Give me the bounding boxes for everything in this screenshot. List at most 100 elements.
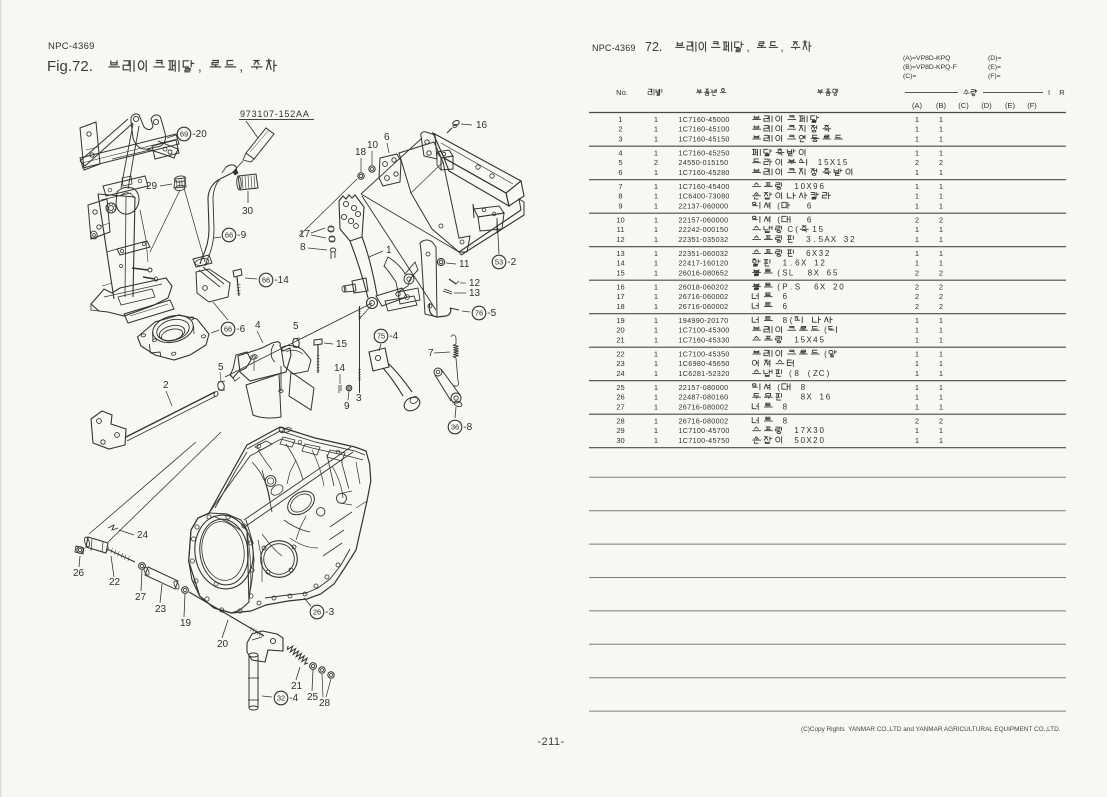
svg-text:,: , bbox=[239, 59, 243, 74]
svg-text:8: 8 bbox=[794, 369, 799, 378]
svg-text:1: 1 bbox=[915, 402, 919, 411]
svg-text:(C)Copy Rights YANMAR CO.,LTD: (C)Copy Rights YANMAR CO.,LTD and YANMAR… bbox=[801, 726, 1061, 733]
svg-text:5: 5 bbox=[794, 436, 799, 445]
svg-text:2: 2 bbox=[939, 268, 943, 277]
svg-text:(D)=: (D)= bbox=[988, 55, 1001, 62]
svg-text:6: 6 bbox=[384, 132, 390, 143]
svg-text:16: 16 bbox=[476, 120, 488, 131]
svg-text:1: 1 bbox=[939, 316, 943, 325]
svg-text:X: X bbox=[814, 268, 820, 277]
svg-text:1: 1 bbox=[915, 125, 919, 134]
svg-text:25: 25 bbox=[616, 383, 624, 392]
svg-text:C: C bbox=[819, 369, 825, 378]
svg-text:1: 1 bbox=[837, 158, 842, 167]
svg-text:1: 1 bbox=[939, 335, 943, 344]
svg-text:6: 6 bbox=[783, 302, 788, 311]
svg-text:NPC-4369: NPC-4369 bbox=[48, 41, 95, 52]
svg-text:22157-080000: 22157-080000 bbox=[679, 383, 729, 392]
svg-text:Fig.72.: Fig.72. bbox=[47, 58, 93, 75]
svg-text:2: 2 bbox=[654, 158, 658, 167]
svg-text:-14: -14 bbox=[274, 275, 289, 286]
svg-text:72.: 72. bbox=[645, 40, 662, 54]
svg-text:22157-060000: 22157-060000 bbox=[679, 215, 729, 224]
svg-text:1: 1 bbox=[654, 436, 658, 445]
svg-text:21: 21 bbox=[291, 681, 303, 692]
svg-text:1: 1 bbox=[939, 436, 943, 445]
svg-text:(E): (E) bbox=[1005, 101, 1016, 110]
svg-text:1: 1 bbox=[915, 259, 919, 268]
svg-text:-8: -8 bbox=[463, 422, 472, 433]
svg-text:8: 8 bbox=[808, 268, 813, 277]
svg-text:5: 5 bbox=[843, 158, 848, 167]
svg-text:22: 22 bbox=[109, 577, 121, 588]
svg-text:1: 1 bbox=[618, 115, 622, 124]
svg-text:1: 1 bbox=[915, 182, 919, 191]
svg-text:(A)=VP8D-KPQ: (A)=VP8D-KPQ bbox=[903, 55, 950, 62]
svg-text:(: ( bbox=[777, 383, 780, 392]
svg-text:12: 12 bbox=[616, 235, 624, 244]
svg-text:X: X bbox=[820, 282, 826, 291]
svg-text:27: 27 bbox=[616, 402, 624, 411]
svg-text:X: X bbox=[806, 426, 812, 435]
svg-text:10: 10 bbox=[616, 215, 624, 224]
svg-text:24550-015150: 24550-015150 bbox=[679, 158, 729, 167]
svg-text:22351-060032: 22351-060032 bbox=[679, 249, 729, 258]
svg-text:1C6281-52320: 1C6281-52320 bbox=[679, 369, 730, 378]
svg-text:6: 6 bbox=[806, 249, 811, 258]
svg-text:28: 28 bbox=[319, 698, 331, 709]
svg-text:18: 18 bbox=[616, 302, 624, 311]
svg-text:-5: -5 bbox=[487, 308, 496, 319]
svg-text:2: 2 bbox=[850, 235, 855, 244]
svg-text:1: 1 bbox=[812, 225, 817, 234]
svg-text:8: 8 bbox=[783, 416, 788, 425]
svg-text:1: 1 bbox=[654, 201, 658, 210]
svg-text:1: 1 bbox=[654, 393, 658, 402]
svg-text:2: 2 bbox=[939, 158, 943, 167]
svg-text:1: 1 bbox=[818, 158, 823, 167]
svg-text:1: 1 bbox=[915, 115, 919, 124]
svg-text:19: 19 bbox=[616, 316, 624, 325]
svg-text:7: 7 bbox=[428, 348, 434, 359]
svg-text:7: 7 bbox=[801, 426, 806, 435]
svg-text:28: 28 bbox=[616, 416, 624, 425]
svg-text:5: 5 bbox=[819, 335, 824, 344]
svg-text:8: 8 bbox=[783, 402, 788, 411]
svg-text:(E)=: (E)= bbox=[988, 64, 1001, 71]
svg-text:6: 6 bbox=[814, 282, 819, 291]
svg-text:11: 11 bbox=[617, 225, 625, 234]
svg-text:(: ( bbox=[795, 225, 798, 234]
svg-text:26016-080652: 26016-080652 bbox=[679, 268, 729, 277]
svg-text:X: X bbox=[806, 393, 812, 402]
svg-text:.: . bbox=[790, 282, 792, 291]
svg-text:2: 2 bbox=[915, 215, 919, 224]
svg-text:1: 1 bbox=[794, 426, 799, 435]
svg-text:2: 2 bbox=[833, 282, 838, 291]
svg-text:2: 2 bbox=[618, 125, 622, 134]
svg-text:0: 0 bbox=[801, 436, 806, 445]
svg-text:6: 6 bbox=[807, 201, 812, 210]
svg-text:1: 1 bbox=[939, 225, 943, 234]
svg-text:): ) bbox=[827, 369, 830, 378]
svg-text:13: 13 bbox=[469, 288, 481, 299]
svg-text:R: R bbox=[1059, 88, 1065, 97]
svg-text:1: 1 bbox=[654, 369, 658, 378]
svg-text:1: 1 bbox=[915, 426, 919, 435]
svg-text:A: A bbox=[824, 235, 830, 244]
svg-text:S: S bbox=[782, 268, 787, 277]
svg-text:(: ( bbox=[777, 268, 780, 277]
svg-text:2: 2 bbox=[915, 292, 919, 301]
svg-text:22487-080160: 22487-080160 bbox=[679, 393, 729, 402]
svg-text:1C7160-45400: 1C7160-45400 bbox=[679, 182, 730, 191]
svg-text:1: 1 bbox=[654, 359, 658, 368]
svg-text:1: 1 bbox=[915, 192, 919, 201]
svg-text:2: 2 bbox=[820, 259, 825, 268]
svg-text:6: 6 bbox=[795, 259, 800, 268]
svg-text:1: 1 bbox=[783, 259, 788, 268]
svg-text:973107-152AA: 973107-152AA bbox=[240, 109, 310, 119]
svg-text:-211-: -211- bbox=[537, 736, 564, 748]
svg-text:1: 1 bbox=[939, 369, 943, 378]
svg-text:4: 4 bbox=[618, 148, 622, 157]
svg-text:1: 1 bbox=[654, 292, 658, 301]
svg-text:-4: -4 bbox=[389, 331, 398, 342]
svg-text:20: 20 bbox=[217, 639, 229, 650]
